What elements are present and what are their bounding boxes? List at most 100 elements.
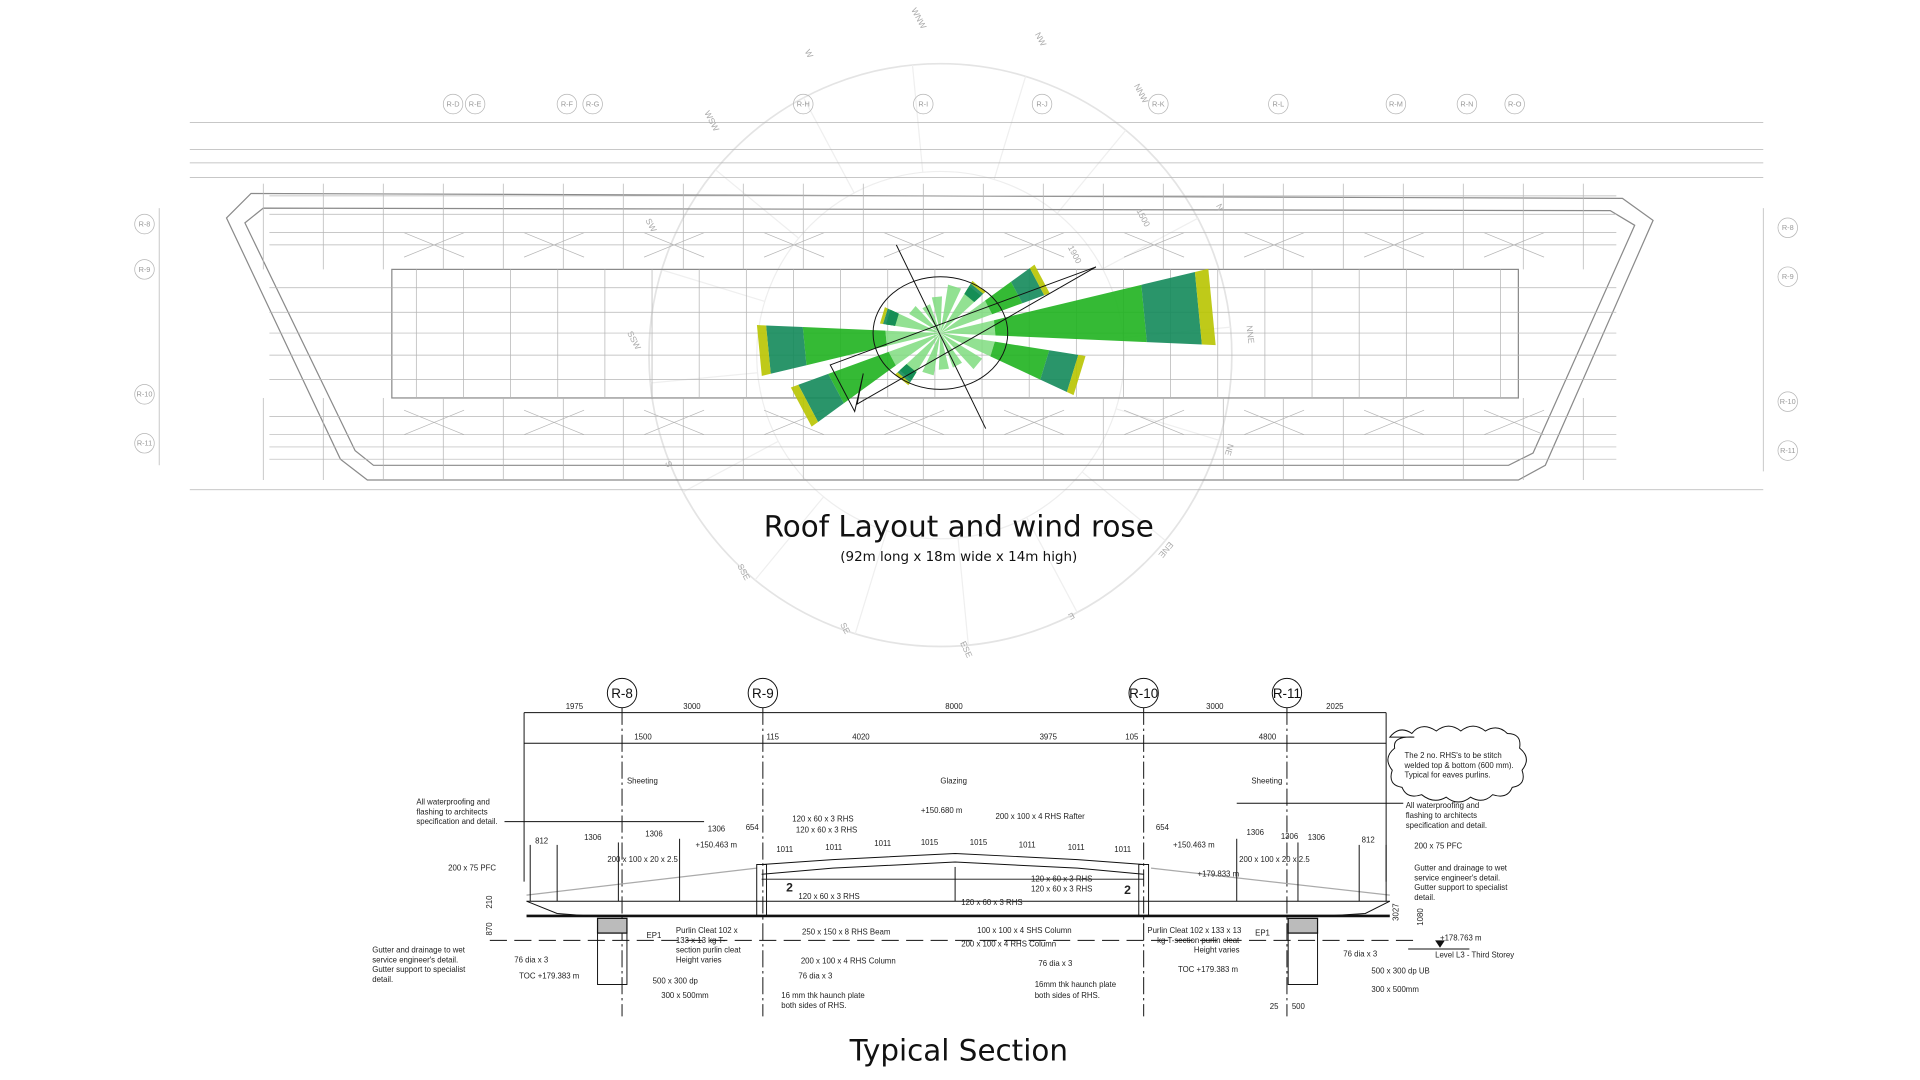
wind-rose-petal-inner (931, 296, 943, 334)
span-label: 1015 (970, 838, 988, 847)
level-label: +178.763 m (1440, 933, 1482, 942)
member-label: 100 x 100 x 4 SHS Column (977, 926, 1071, 935)
note-text: 133 x 13 kg T- (676, 936, 726, 945)
span-label: 1015 (921, 838, 939, 847)
grid-bubble: R-11 (1777, 440, 1798, 461)
member-label: 120 x 60 x 3 RHS (796, 826, 857, 835)
plan-title: Roof Layout and wind rose (764, 509, 1154, 543)
grid-bubble: R-10 (134, 384, 155, 405)
member-label: 500 x 300 dp (653, 976, 699, 985)
span-label: 654 (746, 823, 760, 832)
bracing-line (523, 409, 585, 436)
note-text: Height varies (1194, 946, 1240, 955)
wind-rose-petal-outer (1040, 350, 1079, 393)
bracing-line (1483, 409, 1545, 436)
grid-bubble: R-8 (134, 213, 155, 235)
dim-label: 105 (1125, 733, 1139, 742)
grid-bubble: R-8 (1777, 217, 1798, 238)
note-text: Gutter support to specialist (372, 965, 466, 974)
compass-label-nw: NW (1033, 31, 1049, 49)
member-label: 300 x 500mm (661, 991, 708, 1000)
section-grid-label: R-10 (1129, 686, 1158, 701)
note-text: detail. (372, 975, 393, 984)
span-dimensions: 812 1306 1306 1306 654 1011 1011 1011 10… (485, 823, 1425, 1011)
compass-label-w: W (803, 48, 816, 61)
wind-rose-petal-outer (1141, 271, 1202, 345)
section-title: Typical Section (849, 1033, 1068, 1067)
compass-spoke (993, 76, 1027, 180)
note-text: service engineer's detail. (372, 955, 458, 964)
note-text: kg T-section purlin cleat (1157, 936, 1240, 945)
roof-outline-inner (244, 207, 1636, 466)
grid-bubble: R-K (1148, 93, 1169, 115)
wind-rose-petal-outer (882, 308, 899, 326)
dim-label: 25 (1270, 1002, 1279, 1011)
side-grid-bubbles: R-8 R-9 R-10 R-11 R-8 R-9 R-10 R-11 (134, 213, 1798, 461)
wind-rose-petal-mid (984, 281, 1023, 315)
wind-rose-petal-inner (940, 333, 995, 357)
wind-rose-petal-inner (940, 284, 962, 334)
cloud-note: The 2 no. RHS's to be stitch (1404, 751, 1501, 760)
level-label: TOC +179.383 m (1178, 965, 1238, 974)
span-label: 812 (1362, 835, 1375, 844)
grid-label: R-O (1508, 100, 1522, 109)
member-label: 200 x 100 x 4 RHS Rafter (996, 812, 1086, 821)
roof-outline (225, 192, 1654, 481)
bracing-line (1243, 409, 1305, 436)
compass-label-wsw: WSW (702, 109, 722, 134)
bracing-line (403, 232, 465, 258)
note-text: 16 mm thk haunch plate (781, 991, 865, 1000)
level-label: TOC +179.383 m (519, 971, 579, 980)
bracing-line (1123, 232, 1185, 258)
wind-rose-petal-tip (756, 325, 771, 376)
section-grid-label: R-11 (1273, 686, 1301, 701)
span-label: 654 (1156, 823, 1170, 832)
member-label: EP1 (647, 931, 662, 940)
compass-label-s: S (663, 459, 675, 469)
note-text: both sides of RHS. (1035, 991, 1100, 1000)
span-label: 1306 (645, 829, 663, 838)
member-label: 120 x 60 x 3 RHS (792, 815, 853, 824)
section-notes: All waterproofing and flashing to archit… (372, 797, 1508, 1009)
compass-spoke (754, 496, 825, 581)
compass-label-nne: NNE (1245, 325, 1257, 344)
note-text: flashing to architects (416, 807, 487, 816)
vertical-dim: 870 (485, 922, 494, 936)
wind-rose-petal-inner (885, 330, 941, 346)
member-label: 300 x 500mm (1371, 985, 1418, 994)
glazing-area (391, 268, 1519, 399)
section-grid: R-8 R-9 R-10 R-11 (606, 677, 1303, 1017)
grid-bubble: R-G (582, 93, 603, 115)
vertical-dim: 210 (485, 895, 494, 909)
section-structure (489, 838, 1470, 985)
compass-spoke (682, 440, 779, 493)
span-label: 1306 (1281, 832, 1299, 841)
grid-bubble: R-N (1456, 93, 1478, 115)
span-label: 1011 (776, 845, 793, 854)
grid-bubble: R-F (556, 93, 578, 115)
dim-label: 8000 (945, 702, 963, 711)
bracing-line (883, 232, 945, 258)
grid-bubble: R-O (1504, 93, 1525, 115)
compass-label-ne: NE (1223, 443, 1236, 458)
dim-label: 4800 (1259, 733, 1277, 742)
wind-rose-petal-inner (888, 333, 941, 366)
compass-label-ese: ESE (958, 639, 974, 659)
grid-bubble: R-E (464, 93, 486, 115)
member-label: 76 dia x 3 (1343, 949, 1378, 958)
note-text: Purlin Cleat 102 x (676, 926, 738, 935)
bracing-line (403, 409, 465, 436)
grid-label: R-9 (139, 265, 151, 274)
dim-label: 2025 (1326, 702, 1344, 711)
grid-bubble: R-11 (134, 433, 155, 454)
wind-rose-petal-tip (1066, 354, 1086, 396)
compass-spoke (911, 64, 924, 173)
grid-bubble: R-9 (134, 259, 155, 280)
grid-label: R-G (586, 100, 600, 109)
compass-spoke (957, 537, 969, 646)
span-label: 1306 (708, 824, 726, 833)
grid-label: R-8 (139, 220, 151, 229)
note-text: flashing to architects (1406, 811, 1477, 820)
note-text: Gutter and drainage to wet (1414, 864, 1508, 873)
